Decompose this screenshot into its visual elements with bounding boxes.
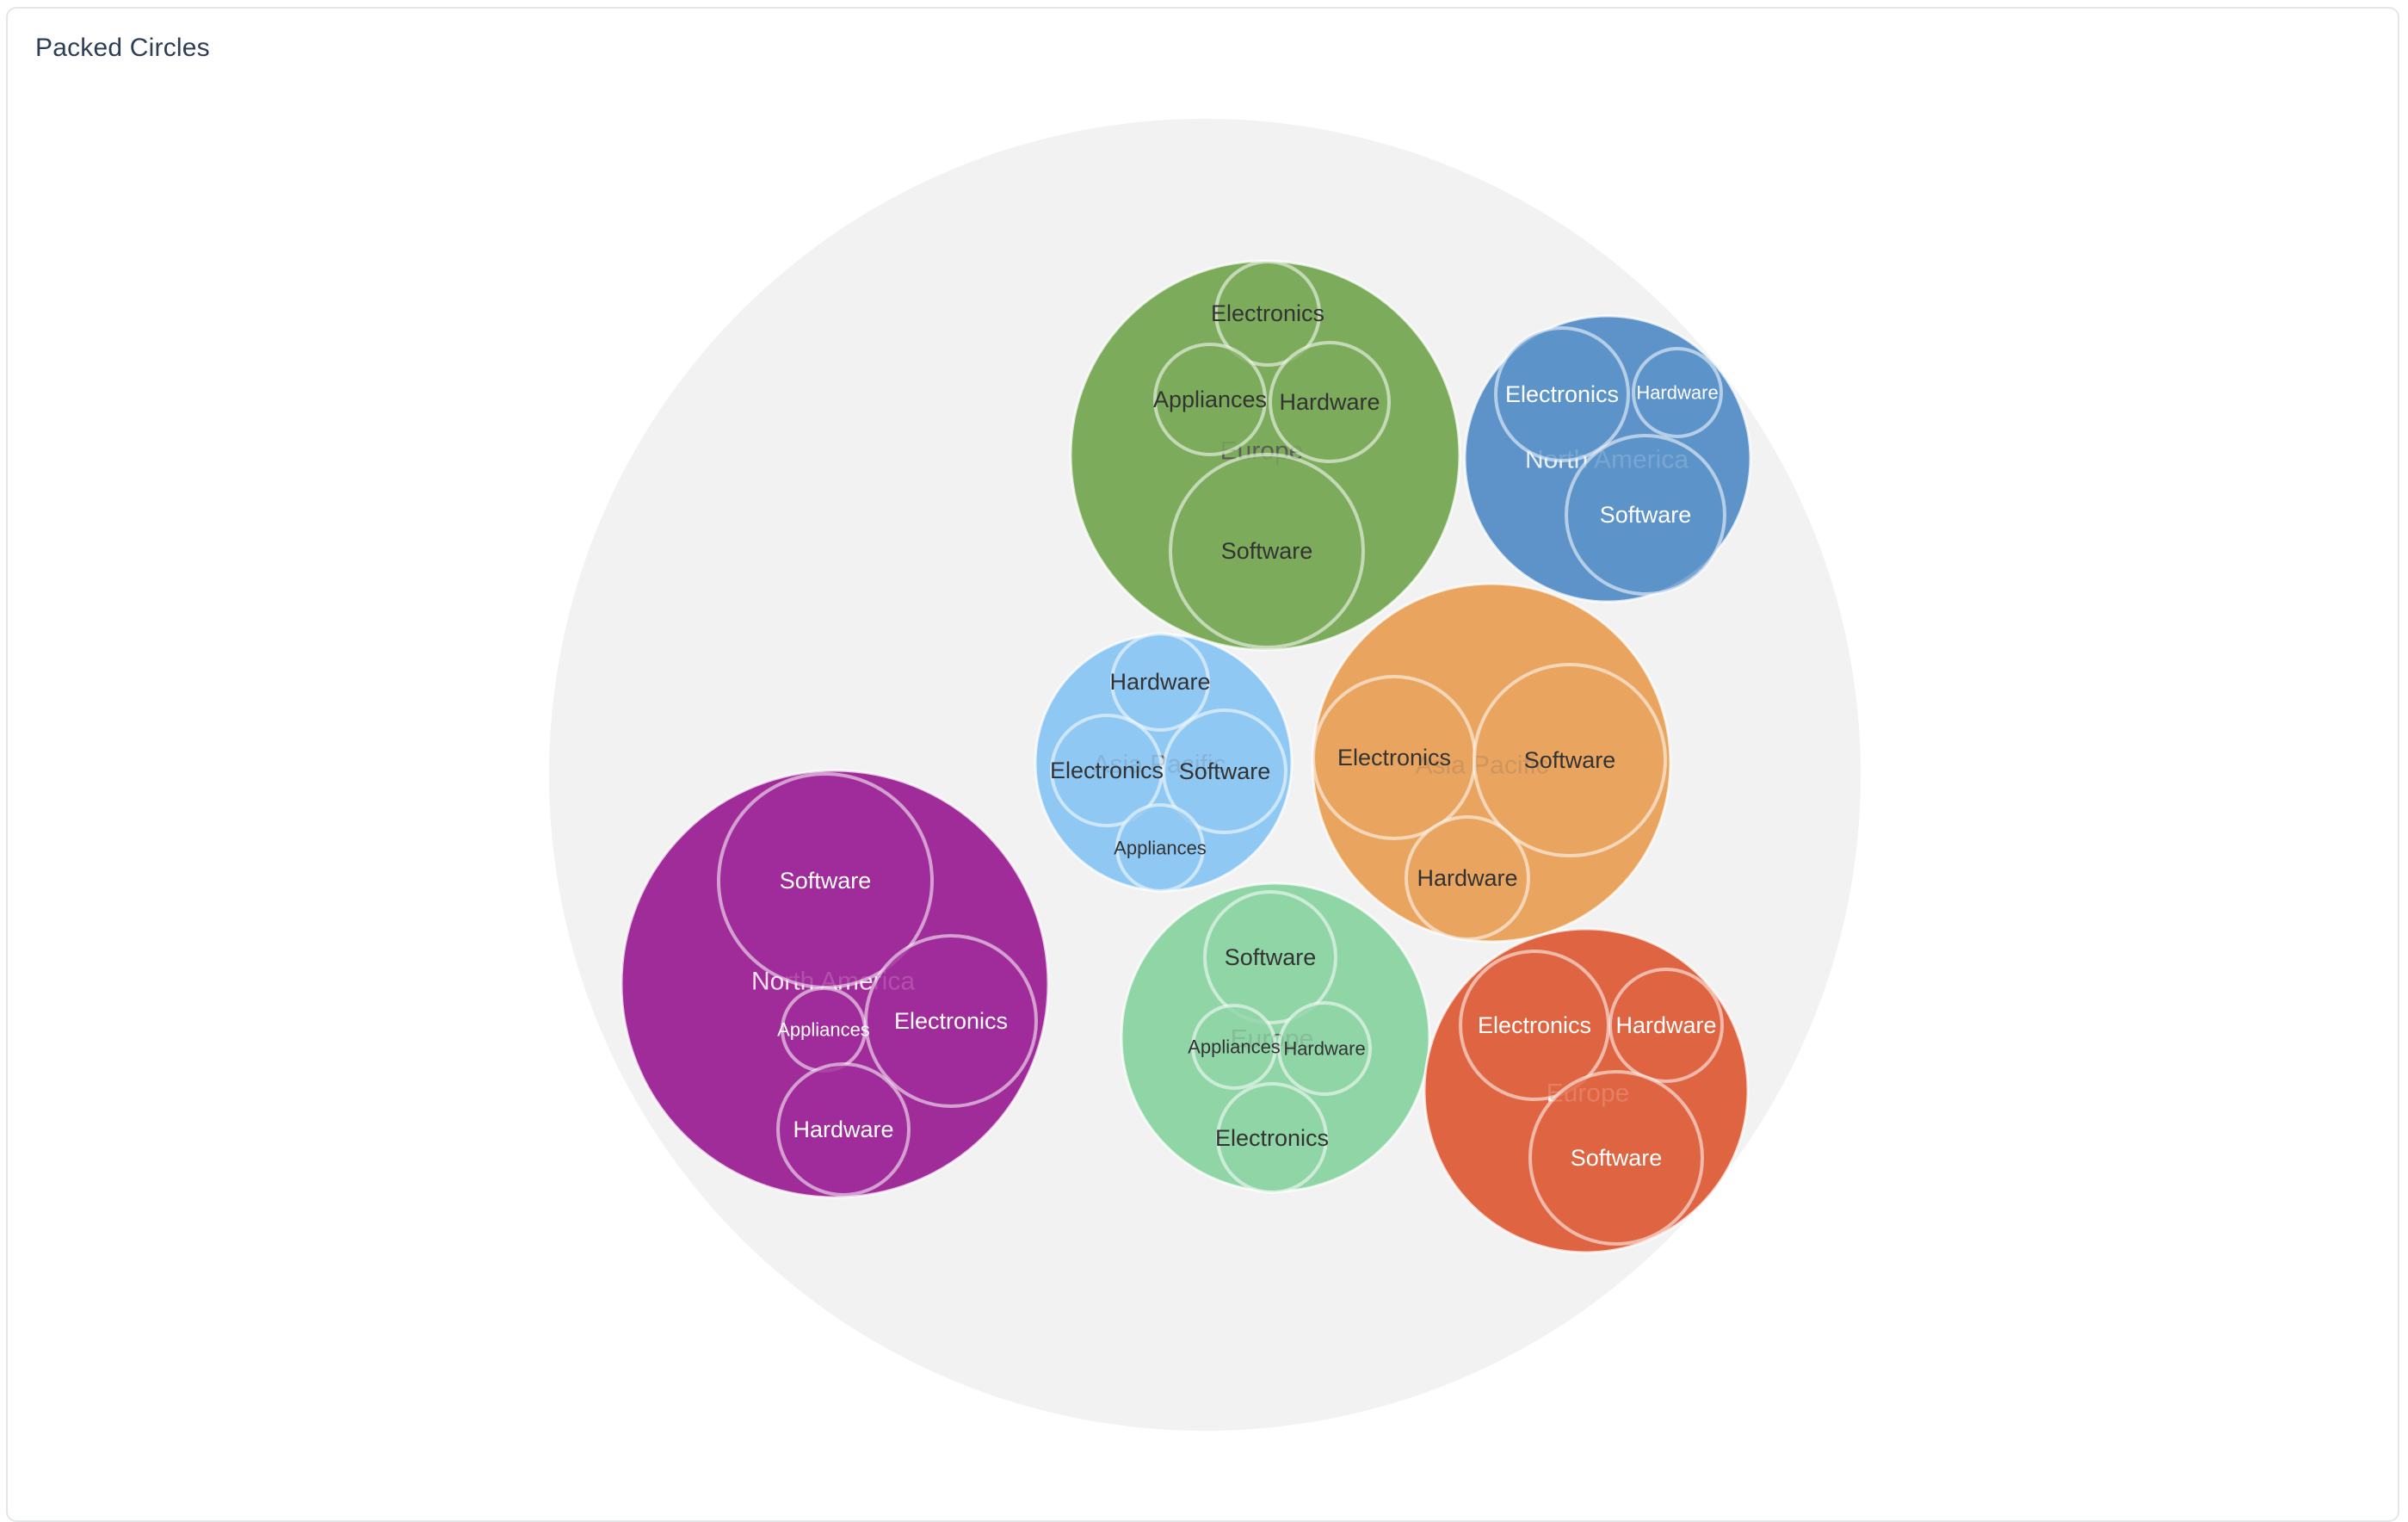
node-circle-europe-5-electronics[interactable] <box>1216 1082 1328 1194</box>
chart-title: Packed Circles <box>35 34 210 62</box>
node-circle-north-america-4-appliances[interactable] <box>781 987 867 1073</box>
node-circle-europe-0-software[interactable] <box>1169 453 1365 649</box>
node-circle-north-america-1-software[interactable] <box>1565 434 1726 596</box>
node-circle-europe-6-hardware[interactable] <box>1608 968 1724 1083</box>
node-circle-europe-0-electronics[interactable] <box>1214 260 1321 367</box>
node-circle-asia-pacific-2-electronics[interactable] <box>1050 714 1164 827</box>
node-circle-north-america-4-hardware[interactable] <box>776 1062 911 1197</box>
node-circle-asia-pacific-3-software[interactable] <box>1473 663 1667 857</box>
node-circle-europe-6-software[interactable] <box>1528 1070 1704 1246</box>
node-circle-europe-5-hardware[interactable] <box>1277 1001 1372 1096</box>
node-circle-asia-pacific-3-hardware[interactable] <box>1405 815 1530 941</box>
node-circle-europe-0-hardware[interactable] <box>1269 341 1391 463</box>
node-circle-north-america-1-hardware[interactable] <box>1632 347 1723 438</box>
node-circle-europe-5-appliances[interactable] <box>1191 1004 1277 1090</box>
node-circle-europe-5-software[interactable] <box>1203 890 1337 1024</box>
node-circle-europe-0-appliances[interactable] <box>1153 343 1267 456</box>
node-circle-north-america-4-electronics[interactable] <box>864 934 1038 1108</box>
node-circle-asia-pacific-2-software[interactable] <box>1162 708 1287 834</box>
node-circle-asia-pacific-2-hardware[interactable] <box>1110 632 1210 732</box>
node-circle-asia-pacific-3-electronics[interactable] <box>1312 675 1477 840</box>
node-circle-asia-pacific-2-appliances[interactable] <box>1115 803 1205 893</box>
node-circle-north-america-1-electronics[interactable] <box>1494 326 1630 462</box>
